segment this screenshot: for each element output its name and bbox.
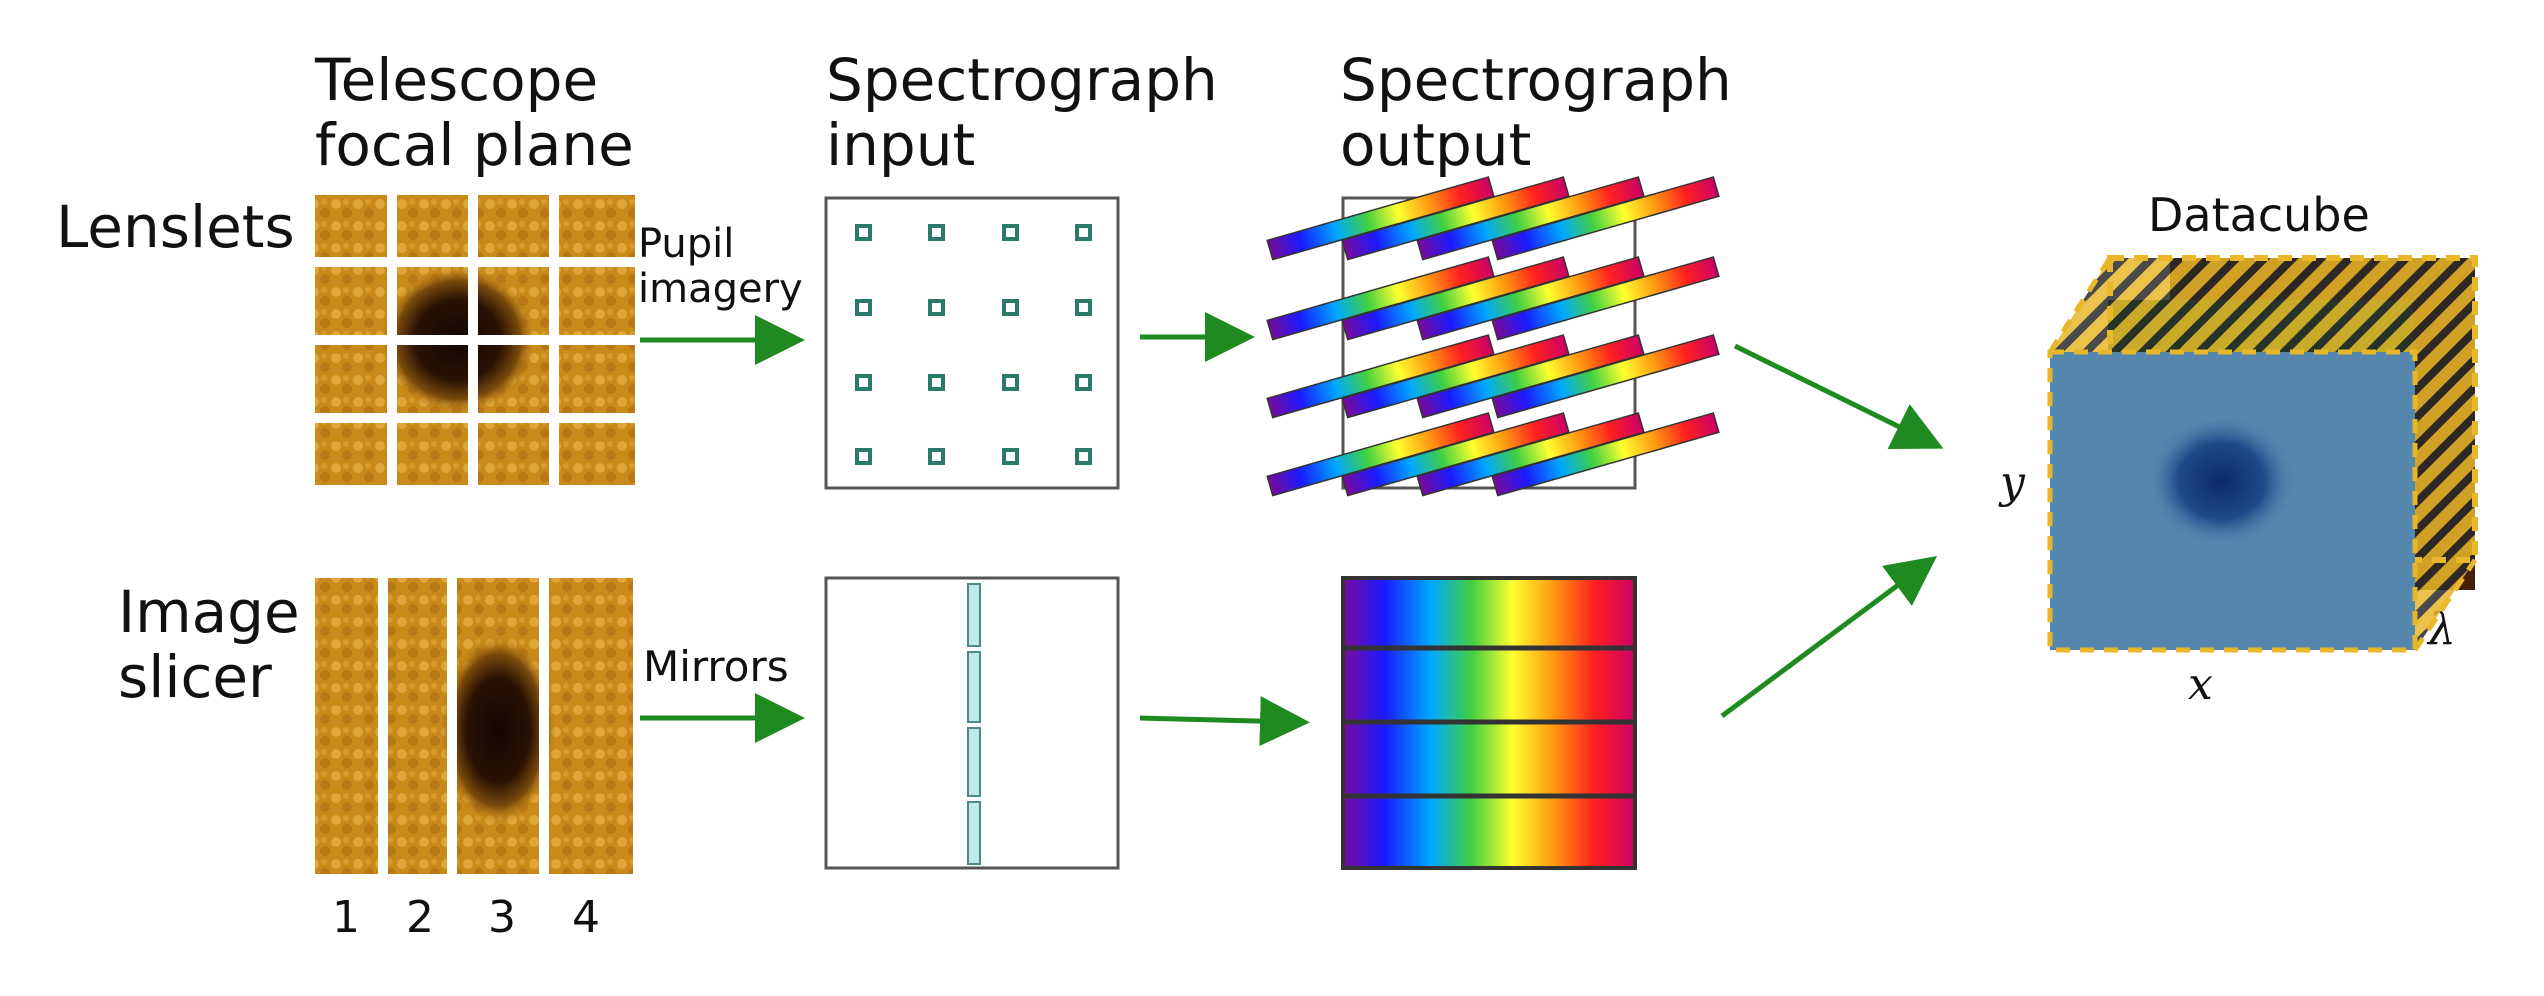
arrow-label-pupil-imagery: Pupil imagery bbox=[638, 222, 803, 312]
slice-number-2: 2 bbox=[406, 892, 434, 943]
row-label-slicer-line2: slicer bbox=[118, 642, 272, 711]
arrow-label-pupil-line2: imagery bbox=[638, 265, 803, 312]
spectrograph-output-lenslet-spectra bbox=[1266, 176, 1720, 497]
header-spec-input-line2: input bbox=[826, 110, 976, 179]
row-label-lenslets: Lenslets bbox=[56, 193, 295, 261]
header-telescope-line2: focal plane bbox=[315, 110, 634, 179]
header-spec-output-line2: output bbox=[1340, 110, 1532, 179]
lenslet-solar-image bbox=[315, 195, 635, 485]
lenslet-grid-lines bbox=[315, 195, 635, 485]
header-spec-input-line1: Spectrograph bbox=[826, 46, 1218, 114]
row-label-slicer-line1: Image bbox=[118, 578, 300, 646]
datacube-top-edge bbox=[2050, 258, 2475, 352]
header-spectrograph-output: Spectrograph output bbox=[1340, 48, 1732, 178]
slice-number-1: 1 bbox=[332, 892, 360, 943]
header-telescope-line1: Telescope bbox=[315, 46, 599, 114]
arrow-output-to-datacube-top bbox=[1733, 343, 1944, 449]
slice-number-4: 4 bbox=[572, 892, 600, 943]
spectrograph-input-slit bbox=[824, 576, 1120, 870]
arrow-output-to-datacube-bottom bbox=[1720, 556, 1938, 719]
slicer-strip-lines bbox=[378, 578, 549, 874]
axis-y-label: y bbox=[2000, 457, 2025, 508]
datacube-front-face bbox=[2047, 349, 2418, 653]
header-telescope: Telescope focal plane bbox=[315, 48, 634, 178]
axis-x-label: x bbox=[2188, 659, 2213, 710]
header-datacube: Datacube bbox=[2148, 188, 2370, 242]
datacube bbox=[2047, 255, 2478, 653]
arrow-label-mirrors: Mirrors bbox=[643, 642, 789, 691]
header-spec-output-line1: Spectrograph bbox=[1340, 46, 1732, 114]
spectrograph-input-pupils bbox=[824, 196, 1120, 490]
slicer-solar-image bbox=[315, 578, 633, 874]
row-label-image-slicer: Image slicer bbox=[118, 580, 300, 710]
arrow-label-pupil-line1: Pupil bbox=[638, 221, 735, 267]
slice-number-3: 3 bbox=[488, 892, 516, 943]
header-spectrograph-input: Spectrograph input bbox=[826, 48, 1218, 178]
flow-arrows bbox=[640, 312, 1944, 747]
datacube-side-edge bbox=[2415, 258, 2475, 650]
spectrograph-output-slicer-spectra bbox=[1341, 576, 1637, 870]
arrow-input-to-output-bottom bbox=[1139, 696, 1310, 747]
